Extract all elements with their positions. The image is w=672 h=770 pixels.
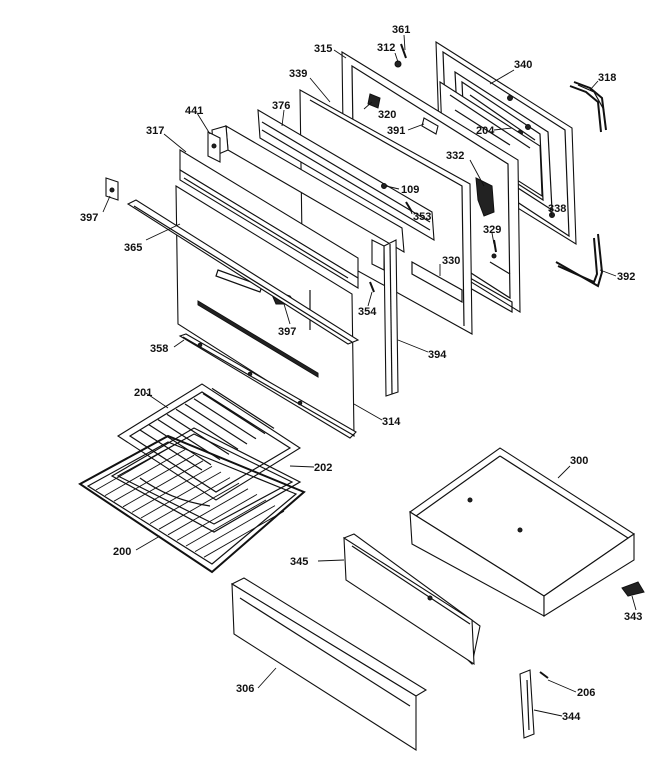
oven-rack-bar: [185, 499, 267, 547]
label-343: 343: [624, 611, 642, 623]
oven-rack-bar: [140, 471, 222, 519]
drawer-screw-206: [539, 671, 549, 679]
broiler-grid-slot: [211, 387, 275, 429]
oven-rack-bar: [104, 449, 186, 496]
label-353: 353: [413, 211, 431, 223]
hinge-441-right: [371, 239, 385, 271]
label-340: 340: [514, 59, 532, 71]
label-329: 329: [483, 224, 501, 236]
label-339: 339: [289, 68, 307, 80]
door-front-panel: [175, 149, 359, 438]
label-345: 345: [290, 556, 308, 568]
label-204: 204: [476, 125, 495, 137]
label-312: 312: [377, 42, 395, 54]
leader-lines: [102, 34, 637, 717]
label-397-mid: 397: [278, 326, 296, 338]
screw-361: [400, 43, 407, 59]
drawer-front-liner: [343, 533, 481, 666]
label-202: 202: [314, 462, 332, 474]
label-397-top: 397: [80, 212, 98, 224]
label-394: 394: [428, 349, 447, 361]
label-315: 315: [314, 43, 332, 55]
broiler-grid-slot: [175, 408, 239, 450]
label-391: 391: [387, 125, 405, 137]
broiler-grid-slot: [202, 393, 266, 435]
door-bottom-trim: [178, 333, 357, 439]
label-320: 320: [378, 109, 396, 121]
broiler-grid-slot: [193, 398, 257, 440]
drawer-front-panel: [230, 577, 428, 752]
drawer-body: [409, 447, 635, 617]
screw-329: [493, 239, 497, 253]
part-labels: 361 312 315 340 318 339 376 441 320 391 …: [80, 24, 642, 723]
label-306: 306: [236, 683, 254, 695]
label-392: 392: [617, 271, 635, 283]
broiler-grid-slot: [184, 403, 248, 445]
label-365: 365: [124, 242, 142, 254]
label-300: 300: [570, 455, 588, 467]
oven-rack-bar: [194, 505, 276, 552]
drawer-glide: [519, 669, 535, 739]
oven-rack-bar: [122, 460, 204, 508]
door-gasket-lower: [555, 233, 604, 288]
label-354: 354: [358, 306, 377, 318]
oven-rack-bar: [149, 477, 231, 524]
oven-rack: [78, 434, 306, 574]
label-109: 109: [401, 184, 419, 196]
label-201: 201: [134, 387, 152, 399]
door-gasket-upper: [569, 81, 607, 133]
oven-rack-bar: [95, 443, 177, 491]
label-332: 332: [446, 150, 464, 162]
clip-320: [367, 93, 381, 109]
label-317: 317: [146, 125, 164, 137]
label-200: 200: [113, 546, 131, 558]
door-inner-frame: [211, 124, 405, 254]
label-344: 344: [562, 711, 581, 723]
broiler-grid-slot: [148, 424, 212, 466]
drawer-clip-343: [621, 581, 645, 597]
label-376: 376: [272, 100, 290, 112]
broiler-grid-slot: [166, 413, 230, 455]
screw-109: [381, 183, 387, 189]
oven-rack-bar: [203, 510, 285, 558]
door-hinge-bracket-left: [207, 131, 221, 163]
label-318: 318: [598, 72, 616, 84]
oven-rack-bar: [176, 494, 258, 541]
oven-rack-bar: [158, 482, 240, 530]
label-441: 441: [185, 105, 203, 117]
label-330: 330: [442, 255, 460, 267]
oven-rack-bar: [167, 488, 249, 536]
oven-rack-bar: [113, 454, 195, 502]
label-314: 314: [382, 416, 401, 428]
broiler-grid-slot: [139, 429, 203, 471]
door-insulation: [257, 108, 435, 242]
label-206: 206: [577, 687, 595, 699]
oven-rack-bar: [131, 466, 213, 513]
handle-end-cap-left: [105, 177, 119, 201]
label-338: 338: [548, 203, 566, 215]
label-361: 361: [392, 24, 410, 36]
label-358: 358: [150, 343, 168, 355]
door-side-rail: [383, 239, 399, 397]
screw-354: [369, 281, 375, 293]
